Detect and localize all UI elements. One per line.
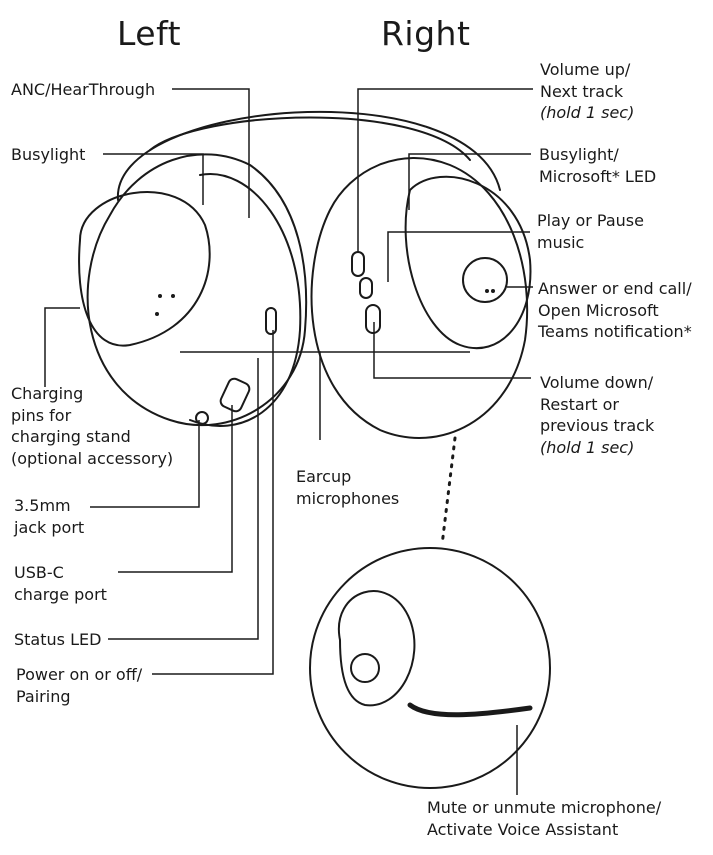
label-mute: Mute or unmute microphone/Activate Voice… — [427, 798, 662, 839]
leader-vol-down — [373, 322, 531, 379]
leader-charging — [44, 307, 80, 387]
volume-down-button — [365, 304, 381, 334]
leader-status-led — [108, 358, 259, 640]
heading-left: Left — [117, 14, 182, 53]
right-earcup-face — [404, 175, 532, 350]
label-vol-up: Volume up/Next track (hold 1 sec) — [540, 60, 635, 122]
headband-outline — [116, 110, 501, 201]
leader-anc — [172, 88, 250, 218]
play-pause-button — [359, 277, 373, 299]
leader-busylight-left — [103, 153, 204, 205]
left-earcup-shell — [189, 172, 302, 427]
label-power: Power on or off/Pairing — [16, 665, 143, 706]
label-anc: ANC/HearThrough — [11, 80, 156, 99]
left-earcup-cushion — [86, 153, 308, 427]
volume-up-button — [351, 251, 365, 277]
leader-usbc — [118, 405, 233, 573]
leader-power — [152, 330, 274, 675]
zoom-touchpad — [350, 653, 380, 683]
boom-arm — [407, 702, 533, 718]
right-earcup-touchpad — [462, 257, 508, 303]
zoom-earcup — [337, 590, 416, 707]
leader-dotted — [440, 436, 457, 547]
heading-right: Right — [381, 14, 471, 53]
leader-play — [387, 231, 530, 282]
label-busylight-right: Busylight/Microsoft* LED — [539, 145, 657, 186]
leader-vol-up — [357, 88, 533, 252]
zoom-circle — [309, 547, 551, 789]
label-status-led: Status LED — [14, 630, 102, 649]
leader-jack — [90, 420, 200, 508]
power-slider — [265, 307, 277, 335]
leader-busylight-right — [408, 153, 531, 210]
label-busylight-left: Busylight — [11, 145, 86, 164]
jack-port — [195, 411, 209, 425]
left-earcup-face — [78, 191, 211, 347]
headband-inner — [149, 116, 471, 161]
leader-earcup-left — [180, 351, 321, 440]
usbc-port — [219, 377, 251, 413]
